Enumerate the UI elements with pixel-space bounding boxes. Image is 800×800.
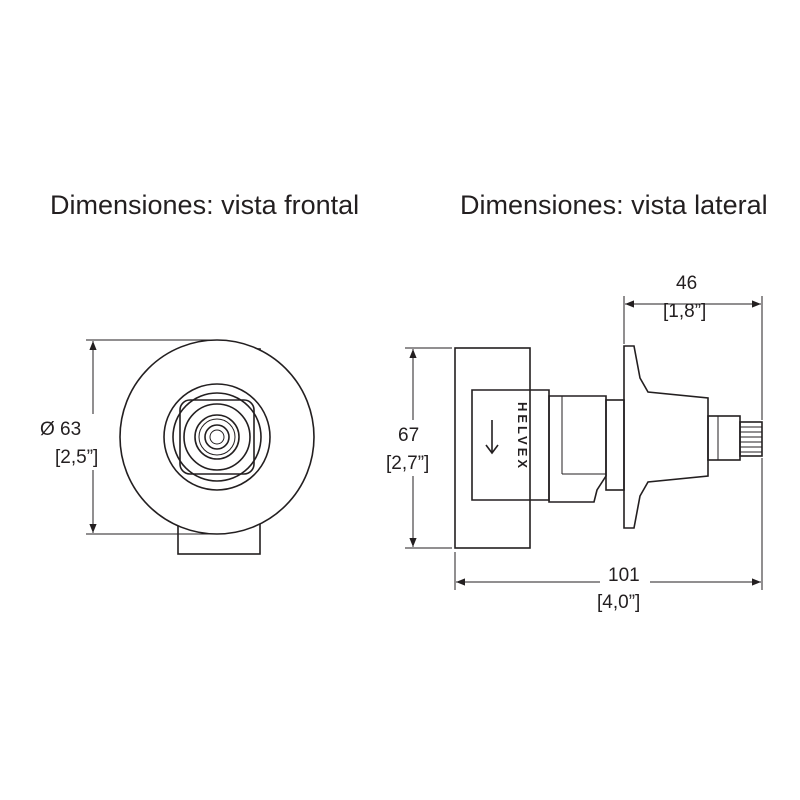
bonnet-square: [179, 399, 255, 475]
spline-grooves: [740, 426, 762, 453]
bonnet-nut: [605, 399, 625, 491]
stem-mm-label: 46: [676, 273, 697, 294]
spline-stem: [204, 424, 230, 450]
stem-shaft: [707, 415, 741, 461]
escutcheon-flange: [623, 345, 709, 529]
spline-stem-core: [209, 429, 225, 445]
front-view-title: Dimensiones: vista frontal: [50, 190, 359, 220]
bonnet-outer-ring: [163, 383, 271, 491]
stem-collar-inner: [198, 418, 236, 456]
bonnet-inner-ring: [183, 403, 251, 471]
diameter-label-bg: [36, 414, 112, 470]
side-view-title: Dimensiones: vista lateral: [460, 190, 768, 220]
total-mm-label: 101: [608, 565, 640, 586]
spline-stem-side: [739, 421, 763, 457]
total-in-label: [4,0”]: [597, 592, 640, 613]
height-label-bg: [384, 420, 444, 476]
escutcheon-disc: [119, 339, 315, 535]
valve-body: [454, 347, 531, 549]
stem-collar: [194, 414, 240, 460]
diameter-mm-label: Ø 63: [40, 419, 81, 440]
bonnet-ring: [172, 392, 262, 482]
cartridge-block: [471, 389, 550, 501]
flow-arrow-icon: [485, 420, 499, 455]
bonnet-body: [548, 395, 607, 503]
diameter-in-label: [2,5”]: [55, 447, 98, 468]
height-in-label: [2,7”]: [386, 453, 429, 474]
height-mm-label: 67: [398, 425, 419, 446]
side-view: HELVEX 67 [2,7”] 46 [1,8”] 101 [4,0”]: [384, 273, 763, 613]
stem-in-label: [1,8”]: [663, 301, 706, 322]
total-label-bg: [600, 564, 650, 586]
brand-label: HELVEX: [515, 402, 530, 471]
front-view: Ø 63 [2,5”]: [36, 339, 315, 555]
